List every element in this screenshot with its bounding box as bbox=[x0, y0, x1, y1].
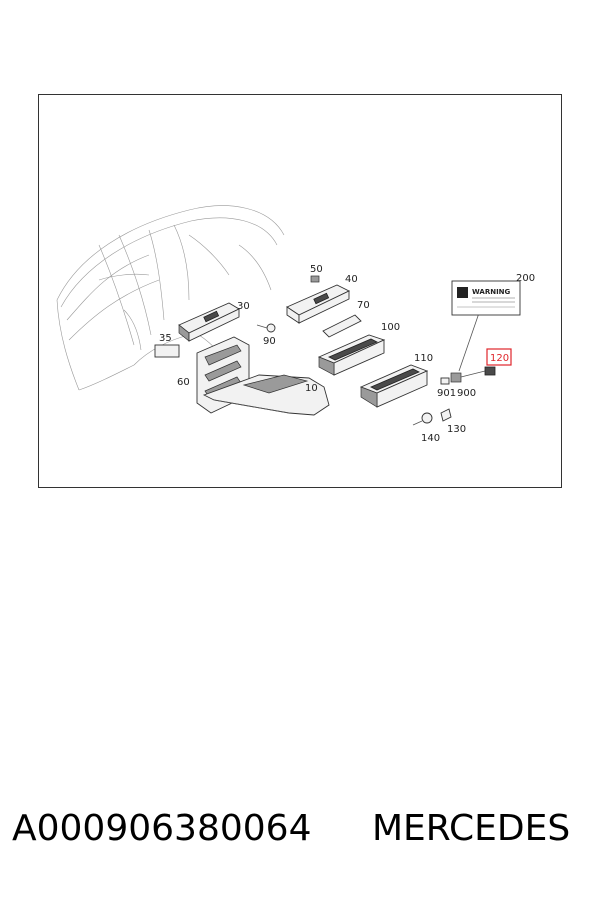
part-number: A000906380064 bbox=[12, 808, 312, 849]
label-10: 10 bbox=[305, 383, 318, 394]
label-100: 100 bbox=[381, 322, 400, 333]
part-35-trim bbox=[154, 344, 180, 358]
part-50-clip bbox=[310, 275, 320, 283]
label-90: 90 bbox=[263, 336, 276, 347]
label-130: 130 bbox=[447, 424, 466, 435]
part-130-clip bbox=[440, 408, 452, 422]
label-60: 60 bbox=[177, 377, 190, 388]
label-70: 70 bbox=[357, 300, 370, 311]
label-900: 900 bbox=[457, 388, 476, 399]
label-901: 901 bbox=[437, 388, 456, 399]
label-40: 40 bbox=[345, 274, 358, 285]
part-70-cover-plate bbox=[322, 314, 362, 338]
part-900-sensor bbox=[440, 366, 496, 385]
label-35: 35 bbox=[159, 333, 172, 344]
parts-diagram-frame: WARNING 10 30 35 40 50 60 70 90 100 110 … bbox=[38, 94, 562, 488]
exploded-parts-diagram: WARNING 10 30 35 40 50 60 70 90 100 110 … bbox=[56, 205, 535, 444]
part-40-switch-unit bbox=[286, 284, 351, 324]
label-200: 200 bbox=[516, 273, 535, 284]
part-30-switch-panel bbox=[178, 302, 240, 342]
leader-line-200 bbox=[458, 312, 480, 372]
label-30: 30 bbox=[237, 301, 250, 312]
footer-caption: A000906380064 MERCEDES bbox=[0, 808, 600, 858]
label-110: 110 bbox=[414, 353, 433, 364]
part-90-screw bbox=[256, 323, 276, 333]
highlight-box-120 bbox=[486, 348, 512, 366]
part-200-warning-label: WARNING bbox=[451, 280, 521, 316]
part-140-screw bbox=[412, 412, 433, 426]
warning-label-title: WARNING bbox=[472, 288, 511, 296]
part-10-center-console bbox=[202, 374, 330, 416]
dashboard-outline bbox=[56, 205, 285, 391]
part-100-air-vent bbox=[317, 334, 386, 376]
label-140: 140 bbox=[421, 433, 440, 444]
label-120: 120 bbox=[490, 353, 509, 364]
part-110-air-vent bbox=[359, 364, 429, 408]
label-50: 50 bbox=[310, 264, 323, 275]
brand-name: MERCEDES bbox=[372, 808, 571, 849]
